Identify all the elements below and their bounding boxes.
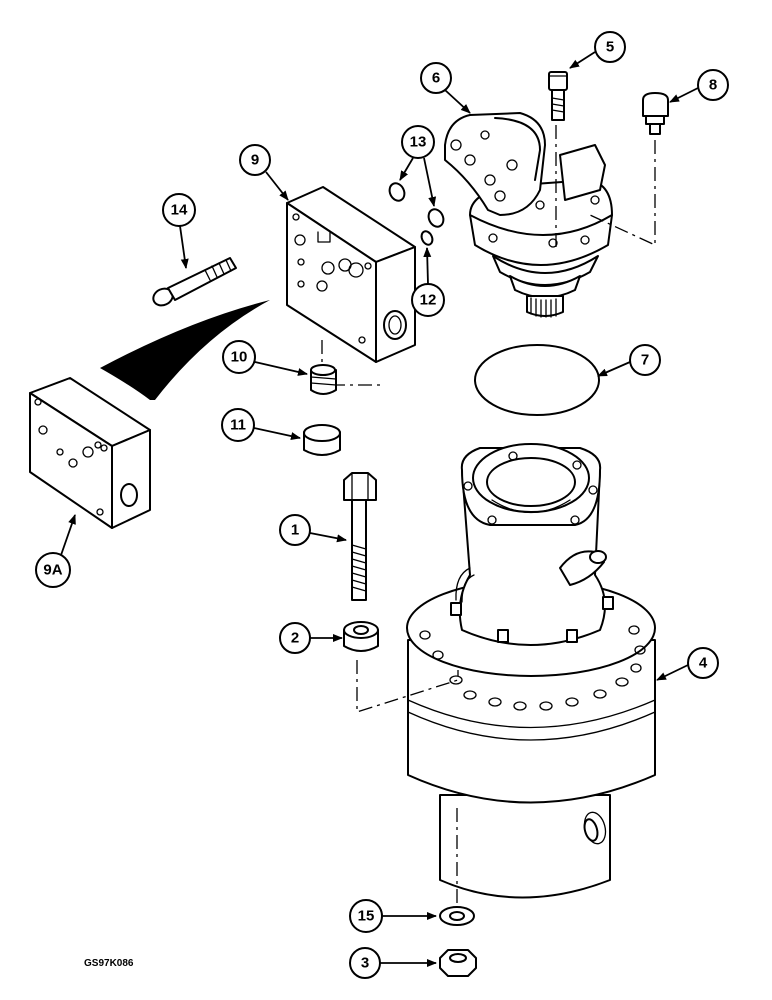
callout-9-label: 9 [251,152,259,169]
detail-pointer-wedge [100,300,270,400]
callout-10: 10 [222,340,308,376]
callout-14: 14 [162,193,196,269]
hydraulic-motor-part [444,112,613,318]
callout-13: 13 [399,125,437,207]
callout-6: 6 [420,62,471,114]
plug-part-11 [303,424,341,456]
callout-7: 7 [597,344,661,377]
valve-block-part-9a [29,377,151,529]
callout-7-label: 7 [641,352,649,369]
nut-part-3 [439,949,477,977]
motor-mounting-bolt-part [548,71,568,121]
valve-block-part-9 [286,186,416,363]
large-o-ring-part-7 [474,344,600,416]
callout-15-label: 15 [358,908,375,925]
callout-9: 9 [239,144,289,201]
callout-3: 3 [349,947,437,979]
o-rings-part-13 [388,182,445,246]
callout-11: 11 [221,408,301,442]
callout-9a: 9A [35,514,76,588]
callout-15: 15 [349,899,437,933]
fitting-part-10 [310,364,337,395]
callout-6-label: 6 [432,70,440,87]
spacer-part-2 [343,621,379,652]
figure-code: GS97K086 [84,958,134,969]
callout-12: 12 [411,247,445,317]
callout-2: 2 [279,622,343,654]
callout-1: 1 [279,514,347,546]
callout-5: 5 [569,31,626,69]
callout-11-label: 11 [230,417,246,434]
callout-10-label: 10 [231,349,248,366]
callout-8: 8 [669,69,729,103]
socket-head-screw-part-14 [152,257,237,307]
callout-3-label: 3 [361,955,369,972]
callout-2-label: 2 [291,630,299,647]
callout-12-label: 12 [420,292,437,309]
callout-14-label: 14 [171,202,188,219]
plug-part-8 [642,92,669,135]
callout-5-label: 5 [606,39,614,56]
washer-part-15 [439,906,475,926]
hex-bolt-part-1 [343,472,377,601]
callout-4: 4 [656,647,719,681]
callout-9a-label: 9A [43,562,62,579]
callout-8-label: 8 [709,77,717,94]
callout-1-label: 1 [291,522,299,539]
callout-13-label: 13 [410,134,427,151]
main-housing-part [406,443,656,899]
callout-4-label: 4 [699,655,708,672]
